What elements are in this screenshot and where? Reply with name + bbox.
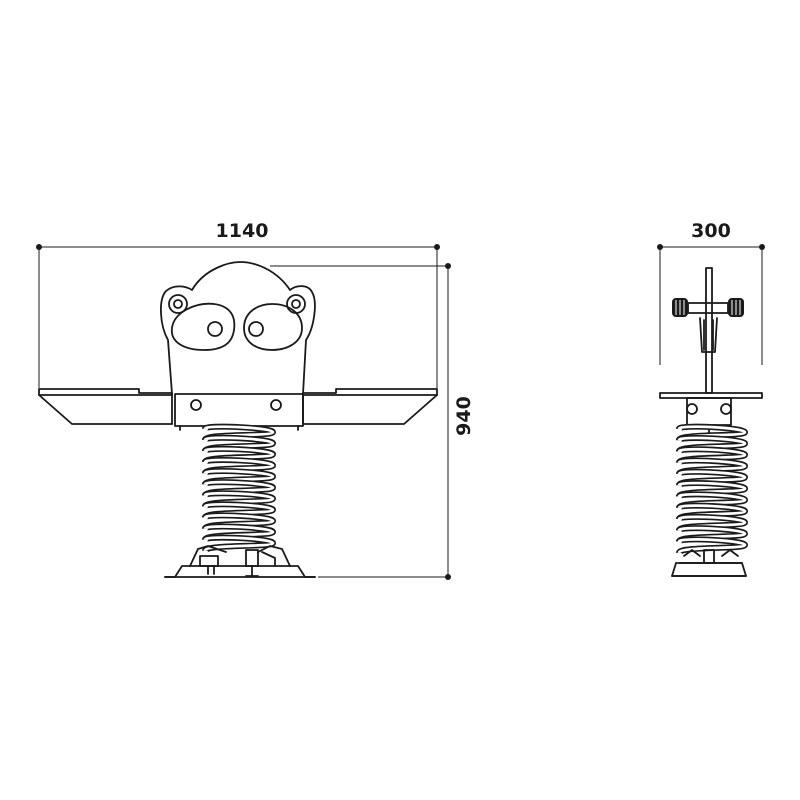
side-head bbox=[699, 267, 718, 394]
front-spring bbox=[202, 423, 277, 554]
front-base bbox=[164, 545, 316, 578]
height-dimension: 940 bbox=[270, 263, 475, 580]
spring-coil-inner bbox=[677, 538, 747, 555]
side-base bbox=[671, 549, 747, 577]
seat-plate bbox=[38, 388, 438, 425]
side-view: 300 bbox=[657, 220, 765, 577]
frog-head bbox=[160, 261, 316, 395]
handle-bar bbox=[672, 298, 744, 317]
side-spring bbox=[676, 423, 749, 556]
spring-coil-inner bbox=[203, 536, 275, 553]
depth-dimension: 300 bbox=[657, 220, 765, 365]
front-view: 1140 940 bbox=[36, 220, 475, 580]
width-dimension: 1140 bbox=[36, 220, 440, 388]
width-label: 1140 bbox=[216, 220, 269, 242]
height-label: 940 bbox=[453, 396, 475, 436]
depth-label: 300 bbox=[691, 220, 731, 242]
